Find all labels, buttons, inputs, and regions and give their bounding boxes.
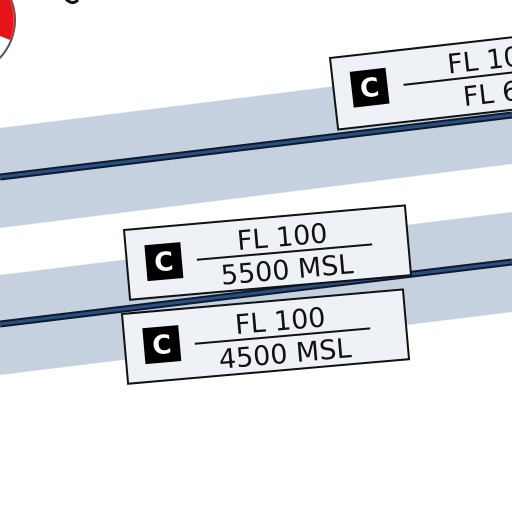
restricted-area-fill [0, 0, 14, 40]
airway-bend-mark [64, 0, 80, 5]
class-box [142, 325, 182, 365]
airspace-label: C FL 100 FL 6 [328, 31, 512, 131]
airspace-class-label: C [153, 247, 175, 279]
class-box [349, 67, 390, 108]
airspace-label: C FL 100 5500 MSL [122, 204, 413, 301]
lower-limit-label: FL 6 [462, 76, 512, 113]
airspace-class-label: C [151, 330, 173, 362]
airway-upper-centerline [0, 113, 512, 179]
airspace-label: C FL 100 4500 MSL [120, 288, 411, 385]
limit-divider [196, 243, 373, 261]
limit-divider [194, 327, 371, 345]
airspace-class-label: C [359, 73, 381, 105]
restricted-area [0, 0, 80, 60]
restricted-area-outline [0, 0, 16, 60]
limit-divider [403, 65, 512, 86]
class-box [144, 242, 184, 282]
airway-lower-centerline [0, 260, 512, 326]
